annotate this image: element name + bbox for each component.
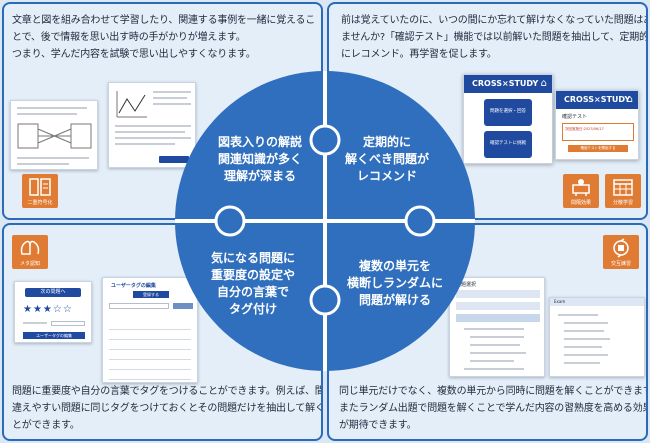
tag-editor-title: ユーザータグの編集 (111, 283, 156, 289)
home-icon: ⌂ (540, 78, 547, 89)
distributed-learning-icon: 分散学習 (605, 174, 641, 208)
start-review-test-button[interactable]: 確認テストに挑戦 (484, 131, 532, 158)
puzzle-text-random: 複数の単元を 横断しランダムに 問題が解ける (346, 259, 443, 307)
edit-user-tag-button[interactable]: ユーザータグの編集 (23, 332, 85, 339)
interleaving-icon: 交互練習 (603, 235, 639, 269)
user-tag-editor-card: ユーザータグの編集 登録する (102, 277, 198, 383)
next-date-box: 次回実施日:2023/06/17 (562, 123, 634, 141)
metacognition-description: 問題に重要度や自分の言葉でタグをつけることができます。例えば、間 違えやすい問題… (12, 386, 323, 431)
importance-rating[interactable]: ★★★☆☆ (23, 304, 73, 315)
graph-figure (116, 91, 147, 118)
register-tag-button[interactable]: 登録する (133, 291, 169, 298)
textbook-page-thumbnail (10, 100, 98, 170)
metacognition-icon: メタ認知 (12, 235, 48, 269)
explanation-page-thumbnail (108, 82, 196, 168)
exam-list-card: Exam (549, 297, 645, 377)
diagram-figure (17, 123, 92, 149)
question-rating-card: 次の問題へ ★★★☆☆ ユーザータグの編集 (14, 281, 92, 343)
exam-card-title: Exam (550, 298, 644, 306)
interval-effect-icon: 間隔効果 (563, 174, 599, 208)
start-review-test-button[interactable]: 確認テストを開始する (568, 145, 628, 152)
spaced-repetition-description: 前は覚えていたのに、いつの間にか忘れて解けなくなっていた問題はあり ませんか?「… (341, 15, 648, 60)
phone-menu-screenshot: CROSS×STUDY ⌂ 問題を選択・回答 確認テストに挑戦 (463, 74, 553, 164)
dual-coding-icon: 二重符号化 (22, 174, 58, 208)
interleaving-description: 同じ単元だけでなく、複数の単元から同時に問題を解くことができます。 またランダム… (339, 386, 648, 431)
question-selection-title: 問題選択 (456, 282, 477, 288)
puzzle-text-recommend: 定期的に 解くべき問題が レコメンド (344, 135, 429, 183)
home-icon: ⌂ (626, 94, 633, 105)
puzzle-text-tagging: 気になる問題に 重要度の設定や 自分の言葉で タグ付け (210, 251, 295, 316)
select-questions-button[interactable]: 問題を選択・回答 (484, 99, 532, 126)
review-test-title: 確認テスト (562, 114, 588, 120)
dual-coding-description: 文章と図を組み合わせて学習したり、関連する事例を一緒に覚えるこ とで、後で情報を… (12, 15, 316, 60)
question-selection-card: 問題選択 (449, 277, 545, 377)
next-question-button[interactable]: 次の問題へ (25, 288, 81, 297)
phone-review-test-screenshot: CROSS×STUDY ⌂ 確認テスト 次回実施日:2023/06/17 確認テ… (555, 90, 639, 160)
puzzle-text-diagrams: 図表入りの解説 関連知識が多く 理解が深まる (217, 135, 302, 183)
